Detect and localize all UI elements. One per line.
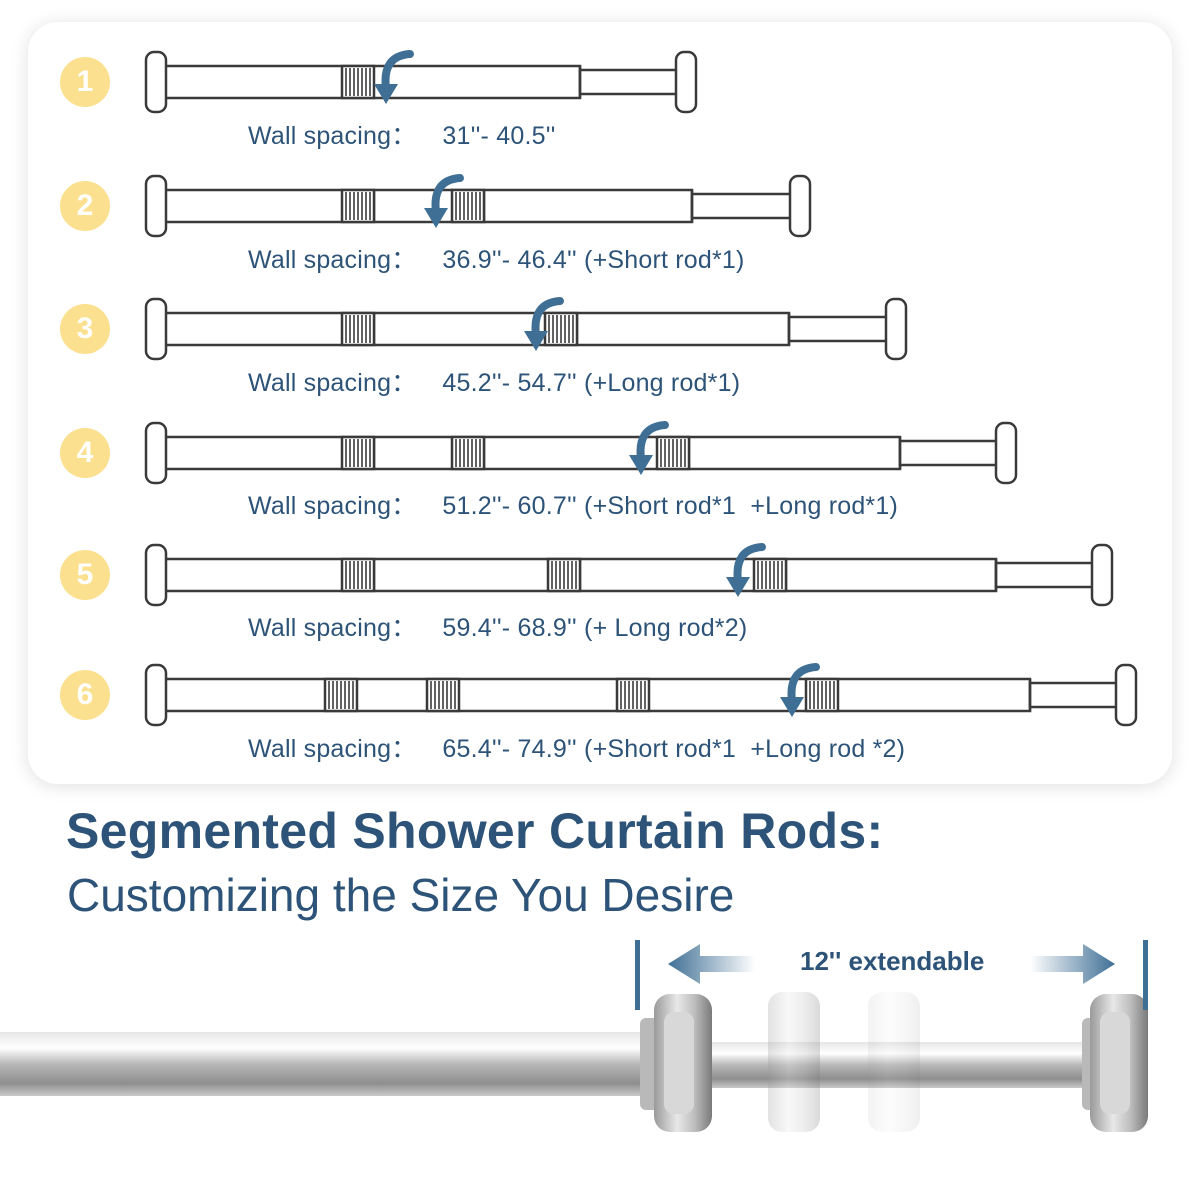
- wall-spacing-label: Wall spacing：: [248, 246, 417, 274]
- wall-spacing-text: Wall spacing： 51.2''- 60.7'' (+Short rod*…: [248, 486, 898, 522]
- rod-inner-tube: [1028, 681, 1126, 709]
- end-cap-right: [884, 297, 908, 361]
- threaded-connector: [450, 435, 486, 471]
- page-title: Segmented Shower Curtain Rods:: [66, 803, 884, 859]
- wall-spacing-label: Wall spacing：: [248, 614, 417, 642]
- rod-inner-tube: [578, 68, 686, 96]
- wall-spacing-range: 45.2''- 54.7'': [442, 369, 577, 397]
- step-badge: 5: [60, 550, 110, 600]
- wall-spacing-label: Wall spacing：: [248, 122, 417, 150]
- wall-spacing-range: 36.9''- 46.4'': [442, 246, 577, 274]
- end-cap-right: [788, 174, 812, 238]
- rotate-arrow-icon: [374, 50, 414, 104]
- threaded-connector: [752, 557, 788, 593]
- step-badge: 4: [60, 428, 110, 478]
- threaded-connector: [323, 677, 359, 713]
- wall-spacing-range: 59.4''- 68.9'': [442, 614, 577, 642]
- step-badge: 3: [60, 304, 110, 354]
- end-cap-right: [1082, 994, 1148, 1132]
- extra-rods-note: (+Long rod*1): [584, 369, 741, 397]
- rotate-arrow-icon: [424, 174, 464, 228]
- configurations-panel: [28, 22, 1172, 784]
- rod-inner-tube: [690, 192, 800, 220]
- page-subtitle: Customizing the Size You Desire: [67, 869, 735, 921]
- rod-tube: [158, 677, 1032, 713]
- extra-rods-note: (+Short rod*1 +Long rod*1): [584, 492, 898, 520]
- step-badge: 1: [60, 57, 110, 107]
- rod-inner-tube: [787, 315, 896, 343]
- threaded-connector: [340, 311, 376, 347]
- wall-spacing-text: Wall spacing： 36.9''- 46.4'' (+Short rod*…: [248, 240, 745, 276]
- end-cap-left: [144, 543, 168, 607]
- rotate-arrow-icon: [524, 297, 564, 351]
- end-cap-left: [144, 421, 168, 485]
- wall-spacing-label: Wall spacing：: [248, 735, 417, 763]
- threaded-connector: [340, 557, 376, 593]
- threaded-connector: [804, 677, 840, 713]
- right-arrow-icon: [1030, 944, 1115, 984]
- wall-spacing-label: Wall spacing：: [248, 369, 417, 397]
- end-cap-right: [994, 421, 1018, 485]
- rotate-arrow-icon: [780, 663, 820, 717]
- threaded-connector: [615, 677, 651, 713]
- rotate-arrow-icon: [629, 421, 669, 475]
- rotate-arrow-icon: [726, 543, 766, 597]
- ghost-end-cap-2: [868, 992, 920, 1132]
- extent-marker-left: [635, 940, 640, 1010]
- threaded-connector: [655, 435, 691, 471]
- threaded-connector: [340, 64, 376, 100]
- extra-rods-note: (+Short rod*1 +Long rod *2): [584, 735, 906, 763]
- end-cap-left: [640, 994, 712, 1132]
- ghost-end-cap: [768, 992, 820, 1132]
- rod-extension-photo: [0, 940, 1148, 1132]
- threaded-connector: [425, 677, 461, 713]
- threaded-connector: [340, 435, 376, 471]
- wall-spacing-text: Wall spacing： 59.4''- 68.9'' (+ Long rod*…: [248, 608, 747, 644]
- step-badge: 6: [60, 670, 110, 720]
- extent-marker-right: [1143, 940, 1148, 1010]
- extension-label: 12'' extendable: [800, 946, 985, 976]
- wall-spacing-range: 65.4''- 74.9'': [442, 735, 577, 763]
- threaded-connector: [340, 188, 376, 224]
- main-tube: [0, 1032, 650, 1096]
- step-badge: 2: [60, 181, 110, 231]
- threaded-connector: [450, 188, 486, 224]
- left-arrow-icon: [668, 944, 755, 984]
- wall-spacing-text: Wall spacing： 31''- 40.5'': [248, 116, 556, 152]
- extra-rods-note: (+Short rod*1): [584, 246, 745, 274]
- extra-rods-note: (+ Long rod*2): [584, 614, 748, 642]
- end-cap-left: [144, 174, 168, 238]
- wall-spacing-label: Wall spacing：: [248, 492, 417, 520]
- end-cap-right: [674, 50, 698, 114]
- wall-spacing-range: 31''- 40.5'': [442, 122, 556, 150]
- wall-spacing-range: 51.2''- 60.7'': [442, 492, 577, 520]
- end-cap-right: [1090, 543, 1114, 607]
- wall-spacing-text: Wall spacing： 65.4''- 74.9'' (+Short rod*…: [248, 729, 905, 765]
- end-cap-left: [144, 663, 168, 727]
- end-cap-right: [1114, 663, 1138, 727]
- threaded-connector: [546, 557, 582, 593]
- threaded-connector: [543, 311, 579, 347]
- wall-spacing-text: Wall spacing： 45.2''- 54.7'' (+Long rod*1…: [248, 363, 740, 399]
- end-cap-left: [144, 50, 168, 114]
- end-cap-left: [144, 297, 168, 361]
